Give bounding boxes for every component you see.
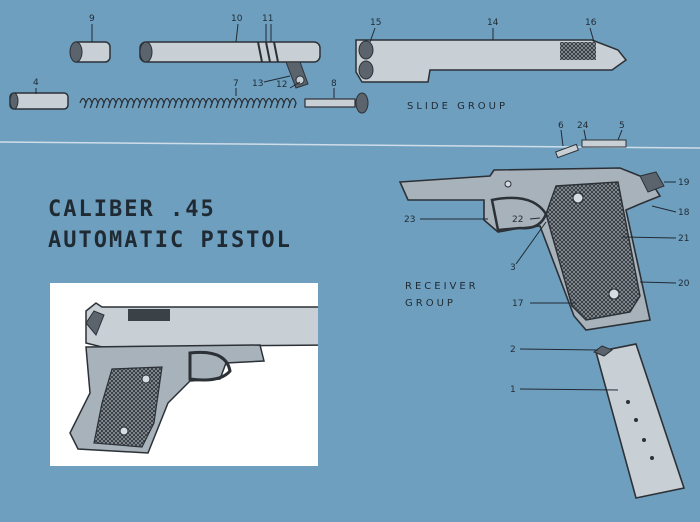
receiver-group-label-line2: GROUP — [405, 298, 456, 309]
leader-lines — [35, 23, 677, 391]
part-14-slide — [355, 39, 628, 83]
callout-23: 23 — [404, 215, 415, 225]
part-1-magazine — [592, 343, 686, 499]
part-12-barrel-link — [285, 61, 309, 89]
callout-14: 14 — [487, 18, 499, 28]
callout-24: 24 — [577, 121, 589, 131]
callout-19: 19 — [678, 178, 690, 188]
callout-22: 22 — [512, 215, 523, 225]
callout-4: 4 — [33, 78, 39, 88]
assembled-pistol-photo — [50, 283, 329, 466]
callout-9: 9 — [89, 14, 95, 24]
callout-18: 18 — [678, 208, 690, 218]
callout-5: 5 — [619, 121, 625, 131]
part-6-24-5-small-pins — [554, 139, 627, 159]
receiver-frame — [398, 167, 665, 331]
callout-20: 20 — [678, 279, 690, 289]
title-line-1: CALIBER .45 — [48, 197, 216, 222]
callout-12: 12 — [276, 80, 287, 90]
callout-8: 8 — [331, 79, 337, 89]
assembled-pistol-illustration — [69, 302, 329, 454]
callout-1: 1 — [510, 385, 516, 395]
title-line-2: AUTOMATIC PISTOL — [48, 228, 292, 253]
slide-group-label: SLIDE GROUP — [407, 101, 508, 112]
callout-13: 13 — [252, 79, 263, 89]
receiver-group-label-line1: RECEIVER — [405, 281, 479, 292]
callout-10: 10 — [231, 14, 243, 24]
callout-3: 3 — [510, 263, 516, 273]
callout-11: 11 — [262, 14, 273, 24]
callout-17: 17 — [512, 299, 523, 309]
callout-6: 6 — [558, 121, 564, 131]
callout-15: 15 — [370, 18, 381, 28]
callout-21: 21 — [678, 234, 689, 244]
callout-16: 16 — [585, 18, 597, 28]
callout-7: 7 — [233, 79, 239, 89]
callout-2: 2 — [510, 345, 516, 355]
part-8-spring-guide — [304, 92, 369, 114]
part-4-spring-plug — [9, 92, 69, 110]
part-10-barrel — [139, 41, 321, 63]
part-9-barrel-bushing — [69, 41, 111, 63]
part-7-recoil-spring — [79, 97, 297, 109]
